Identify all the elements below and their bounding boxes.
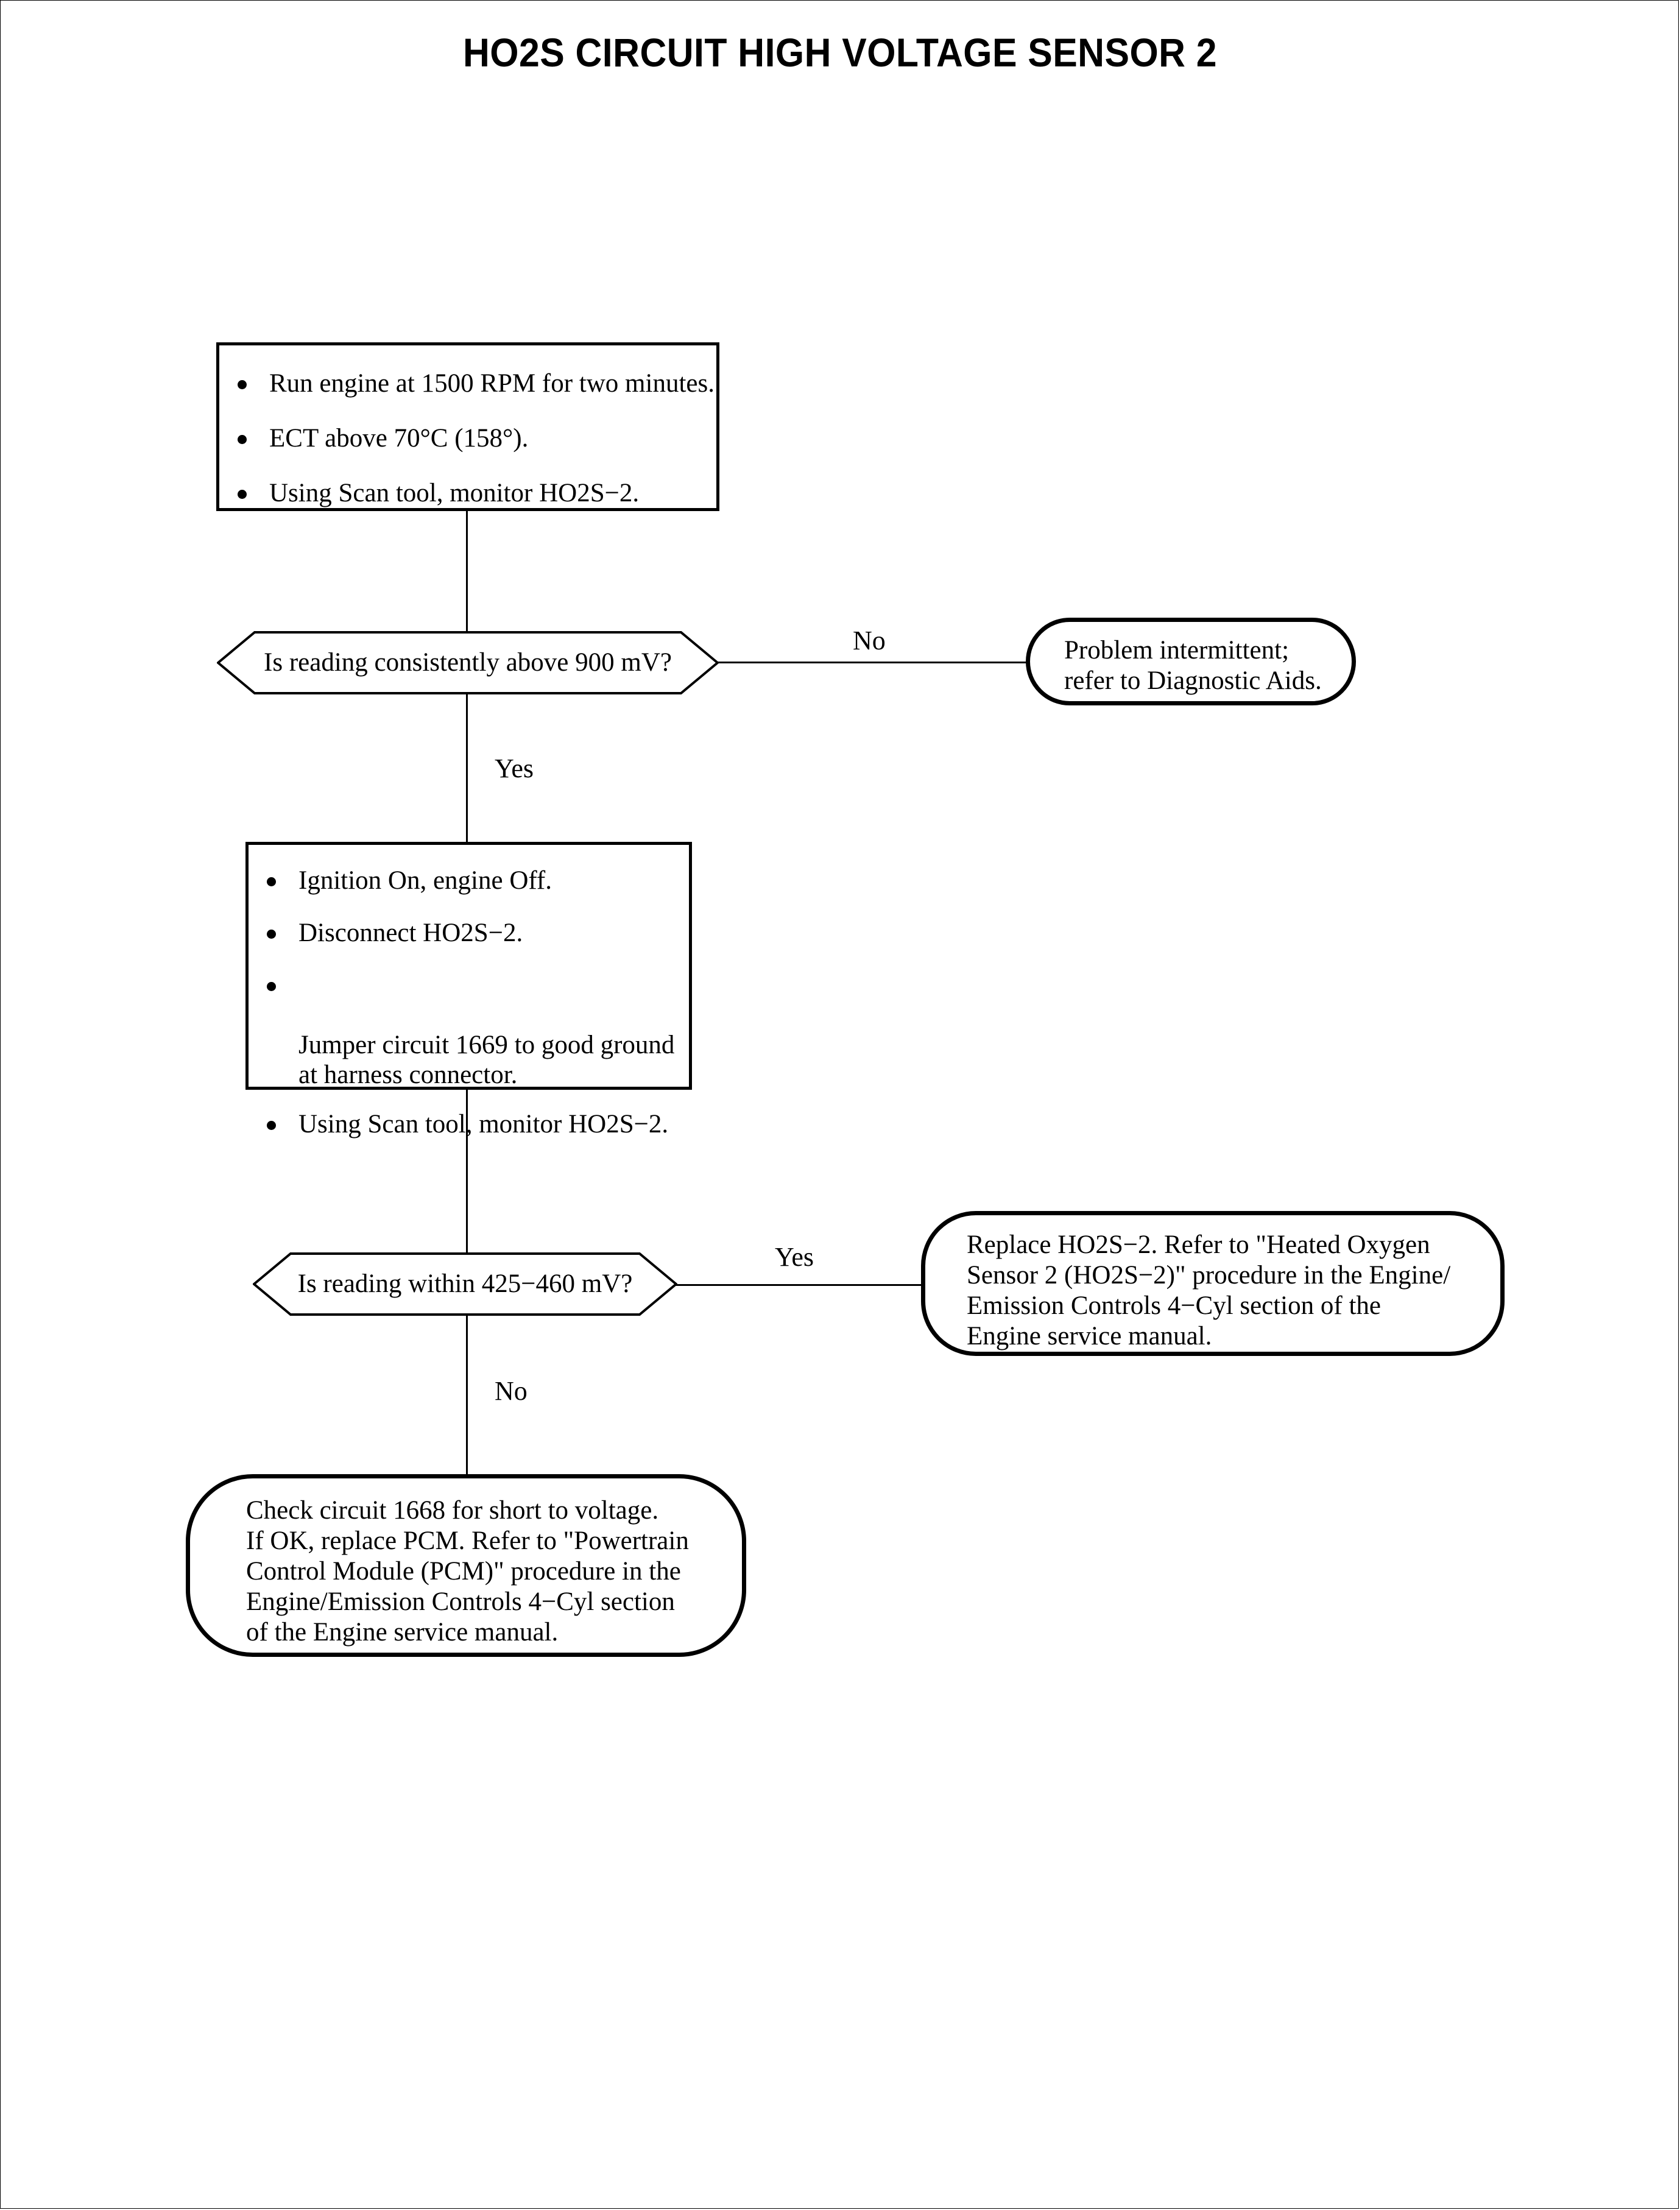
edge-label-decision2-no: No (495, 1376, 528, 1406)
connector-decision2-yes (675, 1284, 923, 1286)
step1-bullet-1: Run engine at 1500 RPM for two minutes. (269, 369, 715, 398)
hexagon-shape (217, 631, 719, 694)
decision-node-1: Is reading consistently above 900 mV? (217, 631, 719, 694)
list-item: Ignition On, engine Off. (258, 866, 689, 895)
bullet-dot-icon (238, 435, 247, 445)
connector-decision2-no (466, 1315, 468, 1474)
step1-bullet-3: Using Scan tool, monitor HO2S−2. (269, 479, 640, 508)
decision-node-2: Is reading within 425−460 mV? (253, 1252, 677, 1316)
connector-decision1-no (716, 662, 1028, 663)
bullet-dot-icon (238, 490, 247, 500)
step1-bullet-2: ECT above 70°C (158°). (269, 424, 529, 453)
list-item: Disconnect HO2S−2. (258, 918, 689, 948)
process-box-step1: Run engine at 1500 RPM for two minutes. … (216, 342, 719, 511)
connector-step1-to-decision1 (466, 510, 468, 634)
edge-label-decision1-no: No (853, 626, 886, 655)
edge-label-decision2-yes: Yes (775, 1242, 814, 1272)
edge-label-decision1-yes: Yes (495, 754, 534, 783)
page-title: HO2S CIRCUIT HIGH VOLTAGE SENSOR 2 (462, 30, 1218, 75)
step1-bullet-list: Run engine at 1500 RPM for two minutes. … (229, 369, 716, 508)
terminal-node-check-circuit: Check circuit 1668 for short to voltage.… (186, 1474, 746, 1657)
step2-bullet-4: Using Scan tool, monitor HO2S−2. (298, 1110, 669, 1139)
bullet-dot-icon (267, 930, 276, 939)
connector-decision1-yes (466, 692, 468, 843)
hexagon-shape (253, 1252, 677, 1316)
terminal-1-label: Problem intermittent; refer to Diagnosti… (1064, 636, 1322, 695)
terminal-3-label: Check circuit 1668 for short to voltage.… (246, 1496, 689, 1647)
bullet-dot-icon (267, 1121, 276, 1131)
list-item: Jumper circuit 1669 to good ground at ha… (258, 970, 689, 1090)
step2-bullet-3: Jumper circuit 1669 to good ground at ha… (298, 1031, 675, 1090)
step2-bullet-1: Ignition On, engine Off. (298, 866, 552, 895)
bullet-dot-icon (238, 380, 247, 389)
list-item: Using Scan tool, monitor HO2S−2. (258, 1109, 689, 1139)
bullet-dot-icon (267, 877, 276, 886)
decision-1-label: Is reading consistently above 900 mV? (264, 648, 672, 677)
decision-2-label: Is reading within 425−460 mV? (297, 1269, 633, 1298)
terminal-2-label: Replace HO2S−2. Refer to "Heated Oxygen … (967, 1230, 1451, 1350)
connector-step2-to-decision2 (466, 1089, 468, 1255)
terminal-node-problem-intermittent: Problem intermittent; refer to Diagnosti… (1026, 618, 1356, 705)
bullet-dot-icon (267, 982, 276, 992)
step2-bullet-2: Disconnect HO2S−2. (298, 919, 523, 948)
step2-bullet-list: Ignition On, engine Off. Disconnect HO2S… (258, 866, 689, 1139)
process-box-step2: Ignition On, engine Off. Disconnect HO2S… (245, 842, 692, 1139)
terminal-node-replace-ho2s: Replace HO2S−2. Refer to "Heated Oxygen … (921, 1211, 1505, 1356)
list-item: Run engine at 1500 RPM for two minutes. (229, 369, 716, 398)
list-item: ECT above 70°C (158°). (229, 423, 716, 453)
list-item: Using Scan tool, monitor HO2S−2. (229, 478, 716, 508)
